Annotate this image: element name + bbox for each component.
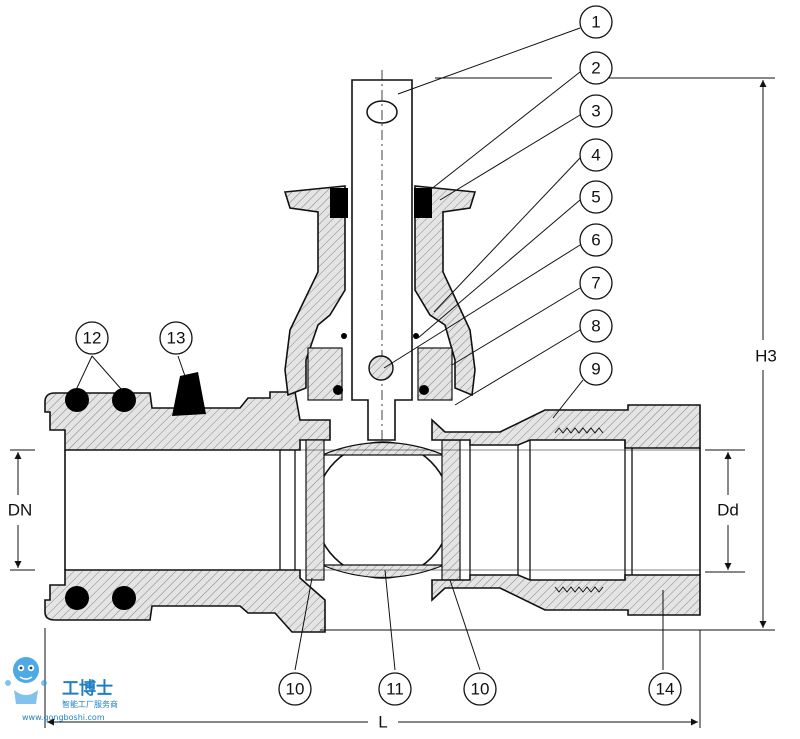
ball-11 [305, 439, 461, 581]
l-label: L [378, 713, 387, 732]
callout-balloon-14: 14 [648, 672, 682, 706]
callout-circle [579, 138, 613, 172]
valve-bonnet [283, 185, 477, 401]
o-rings-12 [65, 388, 136, 610]
callout-circle [579, 352, 613, 386]
indicator-plug-13 [172, 372, 206, 416]
callout-balloon-1: 1 [579, 5, 613, 39]
callout-circle [579, 5, 613, 39]
callout-number: 11 [386, 680, 404, 699]
callout-number: 6 [591, 231, 600, 250]
watermark-url: www.gongboshi.com [22, 713, 105, 722]
right-union-body [431, 404, 701, 616]
callout-number: 8 [591, 317, 600, 336]
callout-circle [648, 672, 682, 706]
callout-circle [579, 223, 613, 257]
callout-number: 7 [591, 274, 600, 293]
callout-number: 9 [591, 360, 600, 379]
dimension-l: L [44, 628, 701, 732]
callout-number: 5 [591, 188, 600, 207]
dd-label: Dd [717, 501, 739, 520]
callout-balloon-13: 13 [159, 321, 193, 355]
o-ring-top-left [65, 388, 89, 412]
callout-number: 1 [591, 13, 600, 32]
callout-balloon-9: 9 [579, 352, 613, 386]
callout-number: 12 [83, 329, 102, 348]
callout-number: 10 [286, 680, 305, 699]
callout-balloon-4: 4 [579, 138, 613, 172]
pipe-bore-lines [65, 449, 700, 571]
robot-mascot-icon [5, 657, 47, 704]
callout-number: 4 [591, 146, 600, 165]
callout-circle [579, 180, 613, 214]
leader-lines [75, 27, 664, 671]
dimension-h3: H3 [320, 77, 777, 631]
callout-circle [75, 321, 109, 355]
callout-balloon-11: 11 [378, 672, 412, 706]
watermark-logo: 工博士 智能工厂服务商 www.gongboshi.com [5, 657, 118, 722]
callout-number: 2 [591, 59, 600, 78]
callout-number: 3 [591, 102, 600, 121]
callout-circle [579, 309, 613, 343]
callout-balloon-12: 12 [75, 321, 109, 355]
watermark-tagline: 智能工厂服务商 [62, 699, 118, 709]
callout-balloon-10: 10 [463, 672, 497, 706]
callout-balloon-2: 2 [579, 51, 613, 85]
callout-circle [159, 321, 193, 355]
o-ring-bottom-left [65, 586, 89, 610]
callout-balloon-8: 8 [579, 309, 613, 343]
callout-number: 10 [471, 680, 490, 699]
callout-circle [378, 672, 412, 706]
callout-circle [579, 51, 613, 85]
callout-circle [579, 266, 613, 300]
callout-number: 13 [167, 329, 186, 348]
valve-stem-1 [351, 70, 413, 441]
callout-balloon-3: 3 [579, 94, 613, 128]
h3-label: H3 [755, 347, 777, 366]
callout-circle [579, 94, 613, 128]
callout-balloon-6: 6 [579, 223, 613, 257]
callout-balloon-10: 10 [278, 672, 312, 706]
dimension-dd: Dd [705, 449, 745, 573]
callout-balloon-5: 5 [579, 180, 613, 214]
callout-balloon-7: 7 [579, 266, 613, 300]
callout-number: 14 [656, 680, 675, 699]
callout-circle [278, 672, 312, 706]
callout-circle [463, 672, 497, 706]
dn-label: DN [8, 501, 33, 520]
watermark-brand: 工博士 [62, 678, 113, 699]
o-ring-top-right [112, 388, 136, 412]
o-ring-bottom-right [112, 586, 136, 610]
dimension-dn: DN [8, 449, 35, 571]
